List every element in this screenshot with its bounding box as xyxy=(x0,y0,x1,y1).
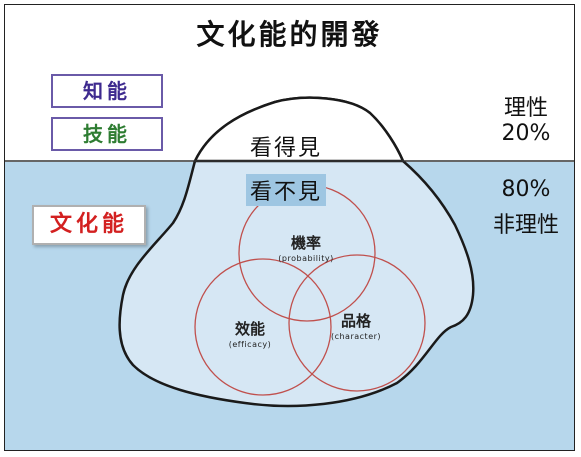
circle-character xyxy=(288,254,426,392)
iceberg-graphic xyxy=(5,96,574,408)
wenhuaneng-label-box: 文化能 xyxy=(32,205,146,245)
rational-percent: 20% xyxy=(501,121,551,146)
diagram-frame: 文化能的開發 知能 技能 文化能 理性 20% 80% 非理性 看得見 看不見 … xyxy=(4,4,575,451)
irrational-label: 非理性 xyxy=(492,213,559,238)
probability-zh: 機率 xyxy=(290,234,321,252)
efficacy-label: 效能 (efficacy) xyxy=(195,318,305,349)
character-en: (character) xyxy=(330,332,382,341)
irrational-percent: 80% xyxy=(501,177,551,202)
circle-efficacy xyxy=(194,258,332,396)
character-zh: 品格 xyxy=(340,312,371,330)
probability-label: 機率 (probability) xyxy=(251,232,361,263)
visible-label: 看得見 xyxy=(250,136,323,161)
invisible-label: 看不見 xyxy=(246,174,327,206)
probability-en: (probability) xyxy=(278,254,334,263)
efficacy-zh: 效能 xyxy=(234,320,265,338)
character-label: 品格 (character) xyxy=(301,310,411,341)
jineng-label-box: 技能 xyxy=(51,117,163,151)
page-title: 文化能的開發 xyxy=(196,18,383,51)
zhineng-label-box: 知能 xyxy=(51,74,163,108)
rational-label: 理性 xyxy=(503,96,548,121)
efficacy-en: (efficacy) xyxy=(228,340,272,349)
iceberg-tip xyxy=(193,96,405,163)
